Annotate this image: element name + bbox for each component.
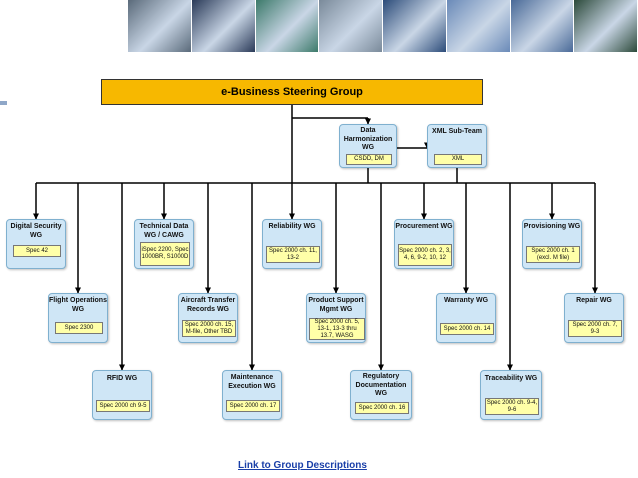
node-title: Procurement WG — [395, 223, 453, 230]
node-title: XML Sub-Team — [432, 128, 482, 135]
node-title: Traceability WG — [484, 375, 538, 382]
provisioning-node: Provisioning WG Spec 2000 ch. 1 (excl. M… — [522, 219, 582, 269]
node-title: Repair WG — [576, 297, 612, 304]
flight-operations-node: Flight Operations WG Spec 2300 — [48, 293, 108, 343]
header-banner — [128, 0, 638, 52]
node-spec: Spec 2000 ch. 1 (excl. M file) — [526, 246, 580, 263]
node-title: Flight Operations WG — [49, 297, 107, 313]
node-title: Data Harmonization WG — [343, 127, 393, 151]
group-descriptions-link[interactable]: Link to Group Descriptions — [238, 460, 367, 471]
steering-group-box: e-Business Steering Group — [101, 79, 483, 105]
product-support-node: Product Support Mgmt WG Spec 2000 ch. 5,… — [306, 293, 366, 343]
maintenance-execution-node: Maintenance Execution WG Spec 2000 ch. 1… — [222, 370, 282, 420]
rfid-node: RFID WG Spec 2000 ch 9-5 — [92, 370, 152, 420]
banner-photo — [319, 0, 383, 52]
node-spec: Spec 2000 ch. 14 — [440, 323, 494, 335]
xml-subteam-node: XML Sub-Team XML — [427, 124, 487, 168]
node-spec: iSpec 2200, Spec 1000BR, S1000D — [140, 242, 190, 266]
technical-data-node: Technical Data WG / CAWG iSpec 2200, Spe… — [134, 219, 194, 269]
node-spec: Spec 2000 ch. 7, 9-3 — [568, 320, 622, 337]
regulatory-documentation-node: Regulatory Documentation WG Spec 2000 ch… — [350, 370, 412, 420]
node-spec: Spec 2000 ch. 16 — [355, 402, 409, 414]
node-title: Regulatory Documentation WG — [355, 373, 407, 397]
node-title: Maintenance Execution WG — [228, 374, 276, 390]
node-spec: Spec 42 — [13, 245, 61, 257]
banner-photo — [510, 0, 575, 52]
banner-photo — [383, 0, 447, 52]
data-harmonization-node: Data Harmonization WG CSDD, DM — [339, 124, 397, 168]
digital-security-node: Digital Security WG Spec 42 — [6, 219, 66, 269]
banner-photo — [128, 0, 192, 52]
node-title: Warranty WG — [443, 297, 489, 304]
side-marker — [0, 101, 7, 105]
node-title: Technical Data WG / CAWG — [139, 223, 189, 239]
banner-photo — [574, 0, 638, 52]
node-spec: Spec 2000 ch. 17 — [226, 400, 280, 412]
steering-group-title: e-Business Steering Group — [221, 86, 363, 98]
banner-photo — [255, 0, 320, 52]
reliability-node: Reliability WG Spec 2000 ch. 11, 13-2 — [262, 219, 322, 269]
node-title: Digital Security WG — [10, 223, 62, 239]
node-title: Product Support Mgmt WG — [308, 297, 364, 313]
node-title: Aircraft Transfer Records WG — [180, 297, 236, 313]
node-spec: Spec 2000 ch. 11, 13-2 — [266, 246, 320, 263]
traceability-node: Traceability WG Spec 2000 ch. 9-4, 9-6 — [480, 370, 542, 420]
node-spec: Spec 2000 ch. 15, M-file, Other TBD — [182, 320, 236, 337]
banner-photo — [446, 0, 511, 52]
node-spec: CSDD, DM — [346, 154, 392, 165]
node-title: Provisioning WG — [523, 223, 581, 230]
warranty-node: Warranty WG Spec 2000 ch. 14 — [436, 293, 496, 343]
aircraft-transfer-node: Aircraft Transfer Records WG Spec 2000 c… — [178, 293, 238, 343]
node-spec: XML — [434, 154, 482, 165]
node-title: Reliability WG — [268, 223, 316, 230]
node-spec: Spec 2000 ch. 5, 13-1, 13-3 thru 13.7, W… — [309, 318, 365, 340]
node-spec: Spec 2000 ch. 9-4, 9-6 — [485, 398, 539, 415]
node-spec: Spec 2300 — [55, 322, 103, 334]
node-spec: Spec 2000 ch. 2, 3, 4, 6, 9-2, 10, 12 — [398, 244, 452, 266]
banner-photo — [191, 0, 256, 52]
procurement-node: Procurement WG Spec 2000 ch. 2, 3, 4, 6,… — [394, 219, 454, 269]
repair-node: Repair WG Spec 2000 ch. 7, 9-3 — [564, 293, 624, 343]
node-title: RFID WG — [106, 375, 138, 382]
node-spec: Spec 2000 ch 9-5 — [96, 400, 150, 412]
